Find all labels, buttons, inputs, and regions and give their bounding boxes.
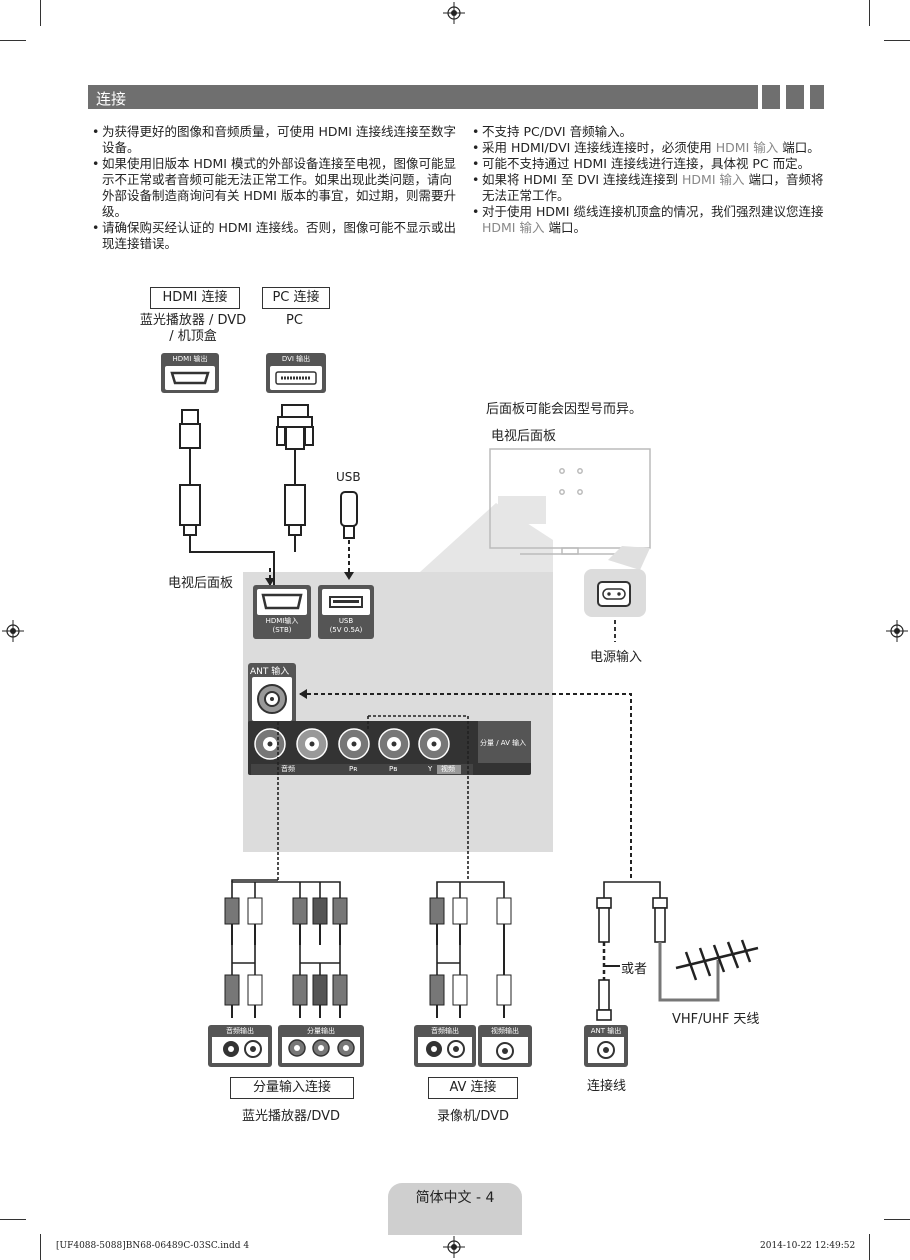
header-block [810, 85, 824, 109]
port-name-highlight: HDMI 输入 [715, 140, 779, 155]
section-title: 连接 [96, 90, 127, 108]
bullet-text: 采用 HDMI/DVI 连接线连接时，必须使用 [482, 140, 716, 155]
registration-mark-icon [2, 620, 24, 642]
rca-plug-icon [429, 881, 512, 1018]
antenna-icon [675, 939, 759, 981]
rca-jack-icon [254, 728, 450, 760]
av-device-label: 录像机/DVD [437, 1109, 510, 1124]
tv-rear-panel-label: 电视后面板 [168, 576, 234, 591]
bullet-text: 如果将 HDMI 至 DVI 连接线连接到 [482, 172, 683, 187]
left-bullet-list: 为获得更好的图像和音频质量，可使用 HDMI 连接线连接至数字设备。 如果使用旧… [92, 124, 458, 252]
hdmi-device-label: 蓝光播放器 / DVD / 机顶盒 [139, 313, 247, 344]
av-connection-label: AV 连接 [428, 1077, 518, 1099]
crop-mark [40, 0, 41, 26]
video-out-label: 视频输出 [491, 1027, 519, 1035]
crop-mark [884, 1219, 910, 1220]
usb-port-text: USB [338, 617, 354, 625]
pc-device-label: PC [286, 313, 303, 328]
crop-mark [869, 0, 870, 26]
registration-mark-icon [443, 1236, 465, 1258]
crop-mark [869, 1234, 870, 1260]
bullet-text: 端口。 [778, 140, 820, 155]
crop-mark [40, 1234, 41, 1260]
bullet-item: 可能不支持通过 HDMI 连接线进行连接，具体视 PC 而定。 [472, 156, 826, 172]
rca-plug-icon [224, 897, 348, 1018]
bullet-item: 采用 HDMI/DVI 连接线连接时，必须使用 HDMI 输入 端口。 [472, 140, 826, 156]
file-slug: [UF4088-5088]BN68-06489C-03SC.indd 4 [56, 1241, 250, 1251]
panel-note: 后面板可能会因型号而异。 [486, 398, 642, 417]
hdmi-in-text: (STB) [272, 626, 292, 634]
jack-pr-label: Pʀ [349, 765, 358, 773]
header-block [762, 85, 780, 109]
crop-mark [884, 40, 910, 41]
right-bullet-list: 不支持 PC/DVI 音频输入。 采用 HDMI/DVI 连接线连接时，必须使用… [472, 124, 826, 236]
antenna-label: VHF/UHF 天线 [672, 1012, 760, 1027]
jack-pb-label: Pʙ [389, 765, 398, 773]
usb-port-label: USB(5V 0.5A) [318, 617, 374, 635]
hdmi-connection-label: HDMI 连接 [150, 287, 240, 309]
page-number: 简体中文 - 4 [415, 1190, 495, 1206]
hdmi-in-text: HDMI输入 [265, 617, 299, 625]
bullet-text: 对于使用 HDMI 缆线连接机顶盒的情况，我们强烈建议您连接 [482, 204, 824, 219]
bullet-text: 可能不支持通过 HDMI 连接线进行连接，具体视 PC 而定。 [482, 156, 811, 171]
jack-y-label: Y [428, 765, 433, 773]
bullet-item: 对于使用 HDMI 缆线连接机顶盒的情况，我们强烈建议您连接 HDMI 输入 端… [472, 204, 826, 236]
component-out-label: 分量输出 [307, 1027, 335, 1035]
jack-video-label: 视频 [441, 765, 455, 773]
date-slug: 2014-10-22 12:49:52 [760, 1241, 856, 1251]
bullet-item: 请确保购买经认证的 HDMI 连接线。否则，图像可能不显示或出现连接错误。 [92, 220, 458, 252]
connection-diagram [161, 353, 759, 1067]
hdmi-out-label: HDMI 输出 [172, 355, 208, 363]
bullet-text: 端口。 [544, 220, 586, 235]
tv-rear-panel-label: 电视后面板 [491, 429, 557, 444]
ant-in-label: ANT 输入 [250, 667, 290, 677]
audio-out-label: 音频输出 [226, 1027, 254, 1035]
dvi-out-label: DVI 输出 [281, 355, 311, 363]
bullet-text: 端口，音频将无法正常工作。 [482, 172, 824, 203]
or-label: 或者 [621, 962, 648, 977]
page-number-tab: 简体中文 - 4 [388, 1183, 522, 1235]
crop-mark [0, 40, 26, 41]
power-input-label: 电源输入 [590, 650, 643, 665]
jack-audio-label: 音频 [281, 765, 295, 773]
component-av-in-label: 分量 / AV 输入 [480, 739, 527, 747]
panel-note-text: 后面板可能会因型号而异。 [486, 402, 643, 417]
bullet-item: 如果将 HDMI 至 DVI 连接线连接到 HDMI 输入 端口，音频将无法正常… [472, 172, 826, 204]
port-name-highlight: HDMI 输入 [682, 172, 745, 187]
hdmi-in-label: HDMI输入(STB) [253, 617, 311, 635]
header-block [786, 85, 804, 109]
bullet-text: 不支持 PC/DVI 音频输入。 [482, 124, 633, 139]
ant-out-label: ANT 输出 [590, 1027, 622, 1035]
usb-label: USB [336, 470, 361, 484]
cable-label: 连接线 [587, 1079, 627, 1094]
component-device-label: 蓝光播放器/DVD [242, 1109, 341, 1124]
port-name-highlight: HDMI 输入 [482, 220, 545, 235]
bullet-item: 不支持 PC/DVI 音频输入。 [472, 124, 826, 140]
audio-out-label: 音频输出 [431, 1027, 459, 1035]
registration-mark-icon [886, 620, 908, 642]
component-connection-label: 分量输入连接 [230, 1077, 354, 1099]
usb-port-text: (5V 0.5A) [329, 626, 363, 634]
bullet-item: 为获得更好的图像和音频质量，可使用 HDMI 连接线连接至数字设备。 [92, 124, 458, 156]
crop-mark [0, 1219, 26, 1220]
registration-mark-icon [443, 2, 465, 24]
bullet-item: 如果使用旧版本 HDMI 模式的外部设备连接至电视，图像可能显示不正常或者音频可… [92, 156, 458, 220]
section-header: 连接 [88, 85, 758, 109]
pc-connection-label: PC 连接 [262, 287, 330, 309]
